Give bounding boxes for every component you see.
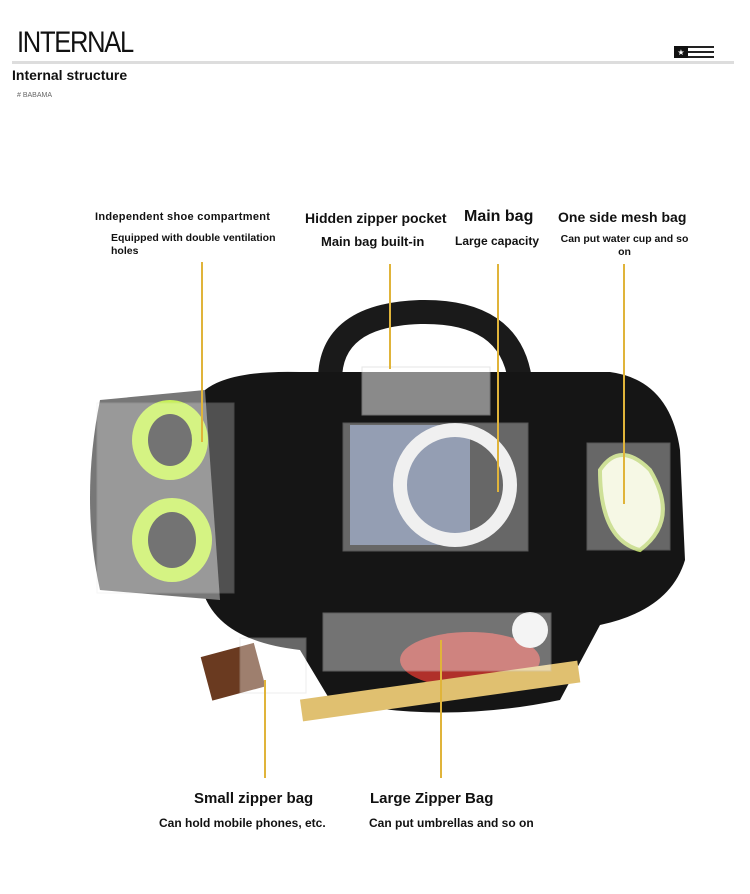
callout-title: Main bag (464, 208, 534, 225)
leader-line (623, 264, 625, 504)
subtitle: Internal structure (12, 67, 128, 83)
callout-title: Large Zipper Bag (370, 790, 494, 807)
leader-line (440, 640, 442, 778)
leader-line (389, 264, 391, 369)
snack-pack (200, 642, 266, 701)
svg-text:★: ★ (677, 48, 684, 57)
leader-line (201, 262, 203, 442)
callout-title: Independent shoe compartment (95, 211, 271, 223)
callout-desc: Equipped with double ventilation holes (111, 232, 276, 257)
leader-line (264, 680, 266, 778)
callout-desc: Can put water cup and so on (560, 233, 689, 258)
brand-tag: # BABAMA (17, 92, 53, 99)
callout-title: One side mesh bag (558, 209, 687, 225)
headphones-icon (393, 423, 517, 547)
callout-desc: Main bag built-in (321, 234, 425, 249)
page-title: INTERNAL (17, 26, 134, 59)
callout-desc: Large capacity (455, 234, 540, 248)
callout-desc: Can put umbrellas and so on (369, 816, 534, 830)
flag-icon: ★ (674, 46, 714, 58)
callout-title: Hidden zipper pocket (305, 210, 447, 226)
callout-desc: Can hold mobile phones, etc. (159, 816, 326, 830)
divider (12, 61, 734, 64)
callout-title: Small zipper bag (194, 790, 314, 807)
water-cup-icon (597, 453, 665, 553)
bag-handle (318, 299, 532, 383)
leader-line (497, 264, 499, 492)
